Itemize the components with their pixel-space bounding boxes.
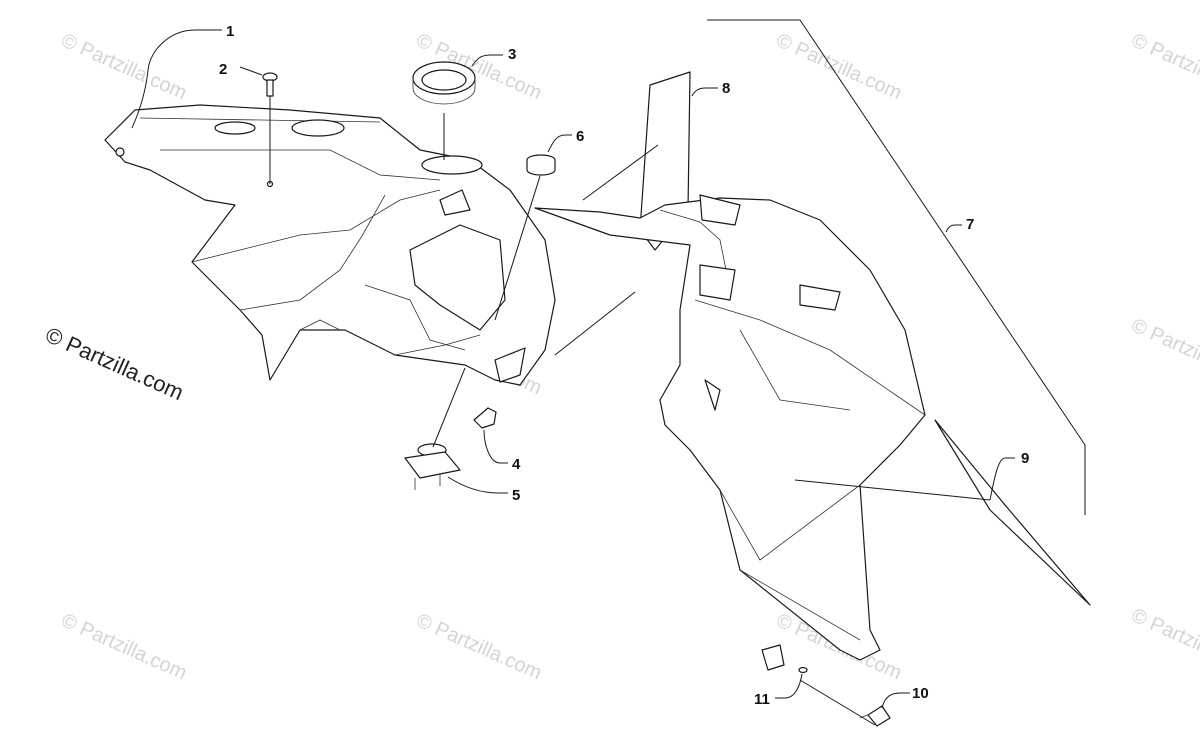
- watermark: © Partzilla.com: [58, 609, 190, 684]
- watermark: © Partzilla.com: [1128, 604, 1200, 679]
- callout-3: 3: [508, 46, 516, 63]
- watermark: © Partzilla.com: [1128, 314, 1200, 389]
- dash-panel: [104, 104, 556, 386]
- watermark: © Partzilla.com: [413, 609, 545, 684]
- clip-part: [473, 407, 497, 429]
- callout-10: 10: [912, 685, 929, 702]
- watermark: © Partzilla.com: [1128, 29, 1200, 104]
- callout-9: 9: [1021, 450, 1029, 467]
- callout-4: 4: [512, 456, 521, 473]
- decal-lower: [934, 419, 1091, 606]
- watermark: © Partzilla.com: [58, 29, 190, 104]
- callout-6: 6: [576, 128, 584, 145]
- switch-part: [404, 443, 461, 490]
- callout-11: 11: [754, 691, 770, 708]
- callout-7: 7: [966, 216, 974, 233]
- cap-part: [526, 154, 556, 176]
- leader-lines: [131, 19, 1086, 726]
- ring-part: [412, 61, 476, 105]
- push-pin-part: [859, 705, 891, 727]
- side-panel: [534, 194, 926, 661]
- callout-1: 1: [226, 23, 234, 40]
- callout-8: 8: [722, 80, 730, 97]
- callout-labels: 1 2 3 4 5 6 7 8 9 10 11: [219, 23, 1029, 708]
- watermark: © Partzilla.com: [773, 29, 905, 104]
- callout-2: 2: [219, 61, 227, 78]
- callout-5: 5: [512, 487, 520, 504]
- screw-part: [262, 72, 278, 97]
- clip-nut-part: [761, 644, 808, 674]
